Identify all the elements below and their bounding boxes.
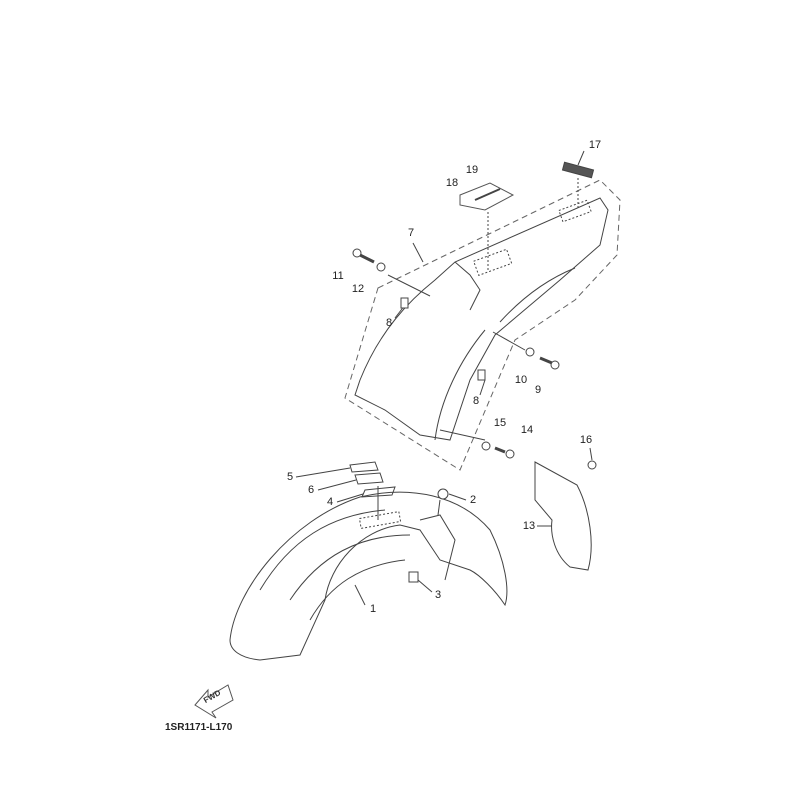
callout-1[interactable]: 1	[369, 603, 377, 615]
callout-11[interactable]: 11	[332, 270, 344, 282]
fwd-arrow-icon	[194, 684, 234, 719]
callout-3[interactable]: 3	[434, 589, 442, 601]
callout-7[interactable]: 7	[407, 227, 415, 239]
callout-17[interactable]: 17	[588, 139, 602, 151]
front-fender[interactable]	[229, 491, 508, 661]
callout-16[interactable]: 16	[579, 434, 593, 446]
nut-2[interactable]	[437, 488, 449, 500]
callout-12[interactable]: 12	[351, 283, 365, 295]
rear-fender-outline	[344, 179, 621, 471]
diagram-code: 1SR1171-L170	[165, 722, 233, 733]
callout-8b[interactable]: 8	[472, 395, 480, 407]
callout-6[interactable]: 6	[307, 484, 315, 496]
callout-5[interactable]: 5	[286, 471, 294, 483]
mud-flap[interactable]	[534, 461, 592, 571]
callout-18[interactable]: 18	[445, 177, 459, 189]
callout-2[interactable]: 2	[469, 494, 477, 506]
callout-9[interactable]: 9	[534, 384, 542, 396]
rear-fender[interactable]	[354, 197, 609, 441]
washer-12[interactable]	[376, 262, 386, 272]
callout-8[interactable]: 8	[385, 317, 393, 329]
callout-14[interactable]: 14	[520, 424, 534, 436]
callout-4[interactable]: 4	[326, 496, 334, 508]
bolt-11[interactable]	[352, 248, 375, 264]
clip-8b[interactable]	[477, 369, 486, 381]
callout-15[interactable]: 15	[493, 417, 507, 429]
nut-15[interactable]	[481, 441, 491, 451]
bolt-14[interactable]	[494, 446, 515, 459]
callout-13[interactable]: 13	[522, 520, 536, 532]
callout-19[interactable]: 19	[465, 164, 479, 176]
callout-10[interactable]: 10	[514, 374, 528, 386]
clip-8[interactable]	[400, 297, 409, 309]
bolt-9[interactable]	[539, 356, 560, 370]
bolt-3[interactable]	[408, 571, 419, 583]
screw-16[interactable]	[587, 460, 597, 470]
washer-10[interactable]	[525, 347, 535, 357]
